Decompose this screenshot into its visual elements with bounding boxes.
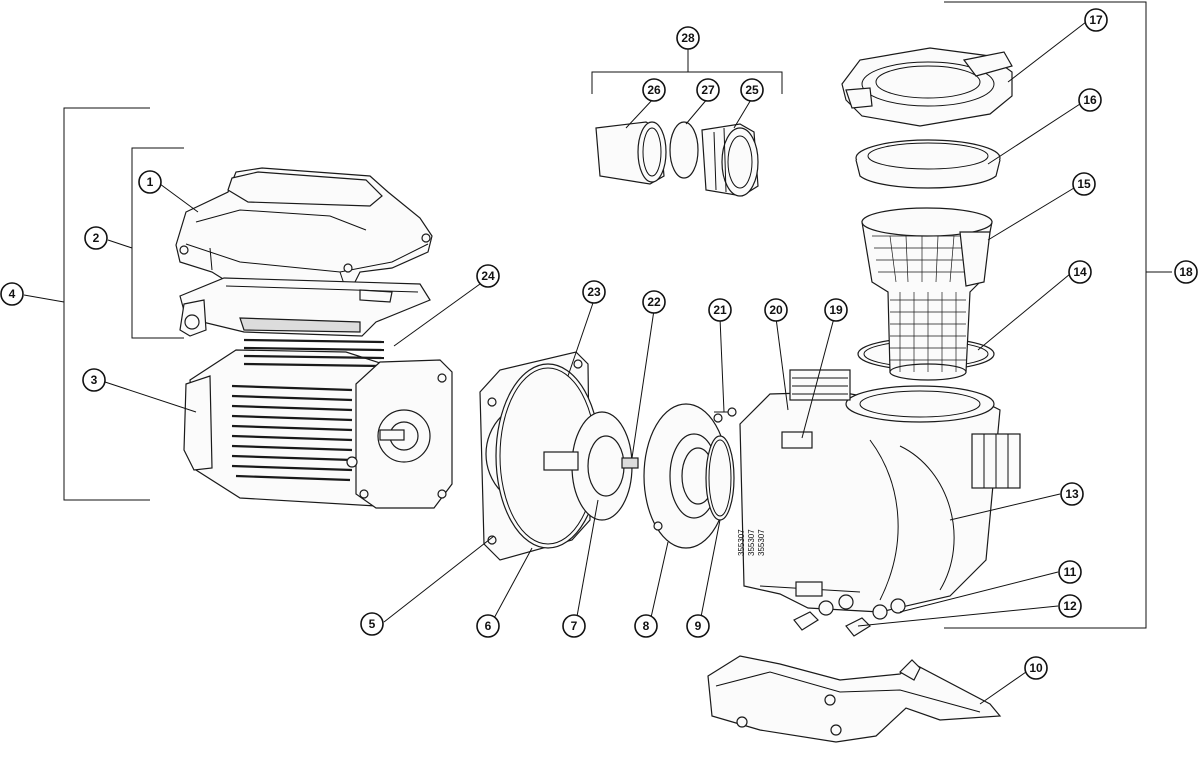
housing-part-number: 355307 <box>757 529 766 556</box>
callout-17: 17 <box>1084 8 1108 32</box>
svg-text:23: 23 <box>587 285 601 299</box>
callout-24: 24 <box>476 264 500 288</box>
callout-26: 26 <box>642 78 666 102</box>
drive-cover <box>175 167 433 303</box>
bracket-28 <box>591 48 783 94</box>
svg-text:3: 3 <box>91 373 98 387</box>
callout-20: 20 <box>764 298 788 322</box>
svg-text:10: 10 <box>1029 661 1043 675</box>
drain-plug-o-rings <box>818 594 906 620</box>
bracket-18 <box>944 1 1172 629</box>
strainer-lid <box>855 139 1001 189</box>
callout-11: 11 <box>1058 560 1082 584</box>
callout-25: 25 <box>740 78 764 102</box>
leader-lines <box>104 21 1087 705</box>
svg-text:18: 18 <box>1179 265 1193 279</box>
callout-5: 5 <box>360 612 384 636</box>
callout-9: 9 <box>686 614 710 638</box>
svg-text:19: 19 <box>829 303 843 317</box>
impeller <box>543 411 633 521</box>
svg-text:12: 12 <box>1063 599 1077 613</box>
drive-base-plate <box>179 277 431 337</box>
bracket-2 <box>107 147 184 339</box>
callout-1: 1 <box>138 170 162 194</box>
svg-text:2: 2 <box>93 231 100 245</box>
callout-15: 15 <box>1072 172 1096 196</box>
callout-3: 3 <box>82 368 106 392</box>
svg-text:14: 14 <box>1073 265 1087 279</box>
motor-cooling-fins <box>231 384 353 482</box>
svg-text:27: 27 <box>701 83 715 97</box>
svg-text:6: 6 <box>485 619 492 633</box>
diffuser-screw <box>714 407 737 417</box>
svg-text:28: 28 <box>681 31 695 45</box>
diffuser <box>643 403 729 549</box>
callout-10: 10 <box>1024 656 1048 680</box>
housing-part-number: 355307 <box>747 529 756 556</box>
svg-text:26: 26 <box>647 83 661 97</box>
pump-base <box>707 655 1002 743</box>
svg-text:22: 22 <box>647 295 661 309</box>
callout-2: 2 <box>84 226 108 250</box>
svg-text:17: 17 <box>1089 13 1103 27</box>
svg-text:8: 8 <box>643 619 650 633</box>
svg-text:11: 11 <box>1064 565 1077 579</box>
callout-4: 4 <box>0 282 24 306</box>
callout-22: 22 <box>642 290 666 314</box>
callout-13: 13 <box>1060 482 1084 506</box>
union-nut <box>701 123 759 197</box>
bracket-4 <box>23 107 150 501</box>
svg-text:4: 4 <box>9 287 16 301</box>
callout-28: 28 <box>676 26 700 50</box>
svg-text:13: 13 <box>1065 487 1079 501</box>
callout-8: 8 <box>634 614 658 638</box>
callout-12: 12 <box>1058 594 1082 618</box>
svg-text:21: 21 <box>713 303 727 317</box>
svg-text:9: 9 <box>695 619 702 633</box>
pump-housing: 355307 355307 355307 <box>737 369 1021 613</box>
callout-16: 16 <box>1078 88 1102 112</box>
svg-text:20: 20 <box>769 303 783 317</box>
motor <box>183 338 453 509</box>
union-tail <box>595 121 667 185</box>
strainer-basket <box>861 207 993 381</box>
svg-text:7: 7 <box>571 619 578 633</box>
callout-23: 23 <box>582 280 606 304</box>
callout-27: 27 <box>696 78 720 102</box>
svg-text:24: 24 <box>481 269 495 283</box>
drain-plugs <box>793 611 871 637</box>
svg-text:15: 15 <box>1077 177 1091 191</box>
callout-7: 7 <box>562 614 586 638</box>
svg-text:5: 5 <box>369 617 376 631</box>
impeller-key <box>621 457 639 469</box>
callout-21: 21 <box>708 298 732 322</box>
callout-19: 19 <box>824 298 848 322</box>
svg-text:25: 25 <box>745 83 759 97</box>
motor-top-fins <box>243 338 385 368</box>
lid-lock-ring <box>841 47 1013 127</box>
union-o-ring <box>669 121 699 179</box>
callout-6: 6 <box>476 614 500 638</box>
svg-text:1: 1 <box>147 175 154 189</box>
diffuser-o-ring-small <box>705 435 735 521</box>
callout-14: 14 <box>1068 260 1092 284</box>
callout-18: 18 <box>1174 260 1198 284</box>
housing-part-number: 355307 <box>737 529 746 556</box>
svg-text:16: 16 <box>1083 93 1097 107</box>
